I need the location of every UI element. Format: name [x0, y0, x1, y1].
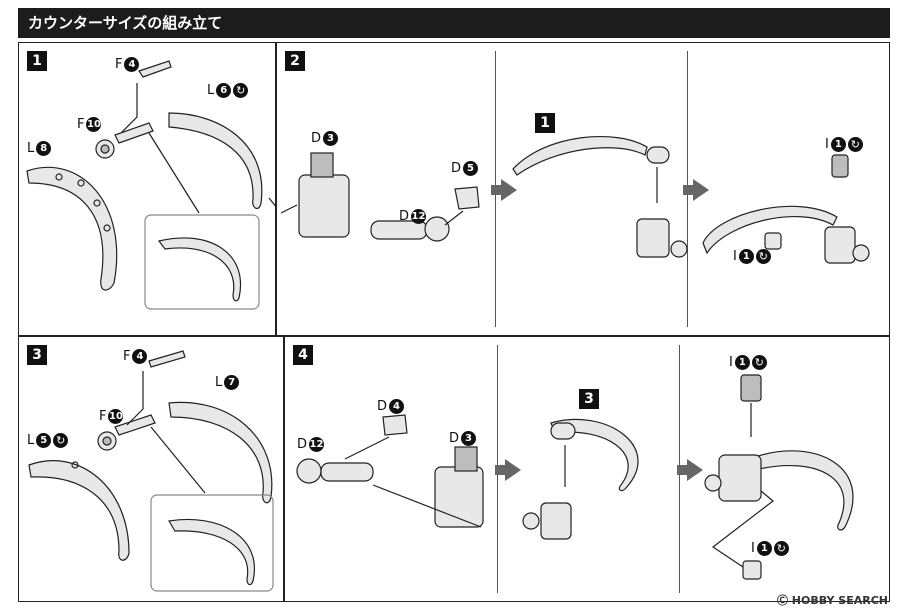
swirl-icon: ↻ — [751, 355, 767, 370]
step-4-badge: 4 — [293, 345, 313, 365]
step-3-drawing — [28, 350, 274, 592]
swirl-icon: ↻ — [755, 249, 771, 264]
step-1-drawing — [26, 60, 282, 310]
step-1-badge: 1 — [27, 51, 47, 71]
arrow-right-icon — [491, 179, 517, 201]
arrow-right-icon — [677, 459, 703, 481]
watermark: Ⓒ HOBBY SEARCH — [776, 594, 888, 607]
step-2-drawing — [280, 135, 870, 264]
swirl-icon: ↻ — [53, 433, 69, 448]
page-title: カウンターサイズの組み立て — [18, 8, 890, 38]
step-2-badge: 2 — [285, 51, 305, 71]
step-4-drawing — [296, 374, 854, 580]
ref-step-badge: 1 — [535, 113, 555, 133]
swirl-icon: ↻ — [773, 541, 789, 556]
swirl-icon: ↻ — [233, 83, 249, 98]
step-3-badge: 3 — [27, 345, 47, 365]
arrow-right-icon — [683, 179, 709, 201]
arrow-right-icon — [495, 459, 521, 481]
ref-step-badge: 3 — [579, 389, 599, 409]
swirl-icon: ↻ — [847, 137, 863, 152]
